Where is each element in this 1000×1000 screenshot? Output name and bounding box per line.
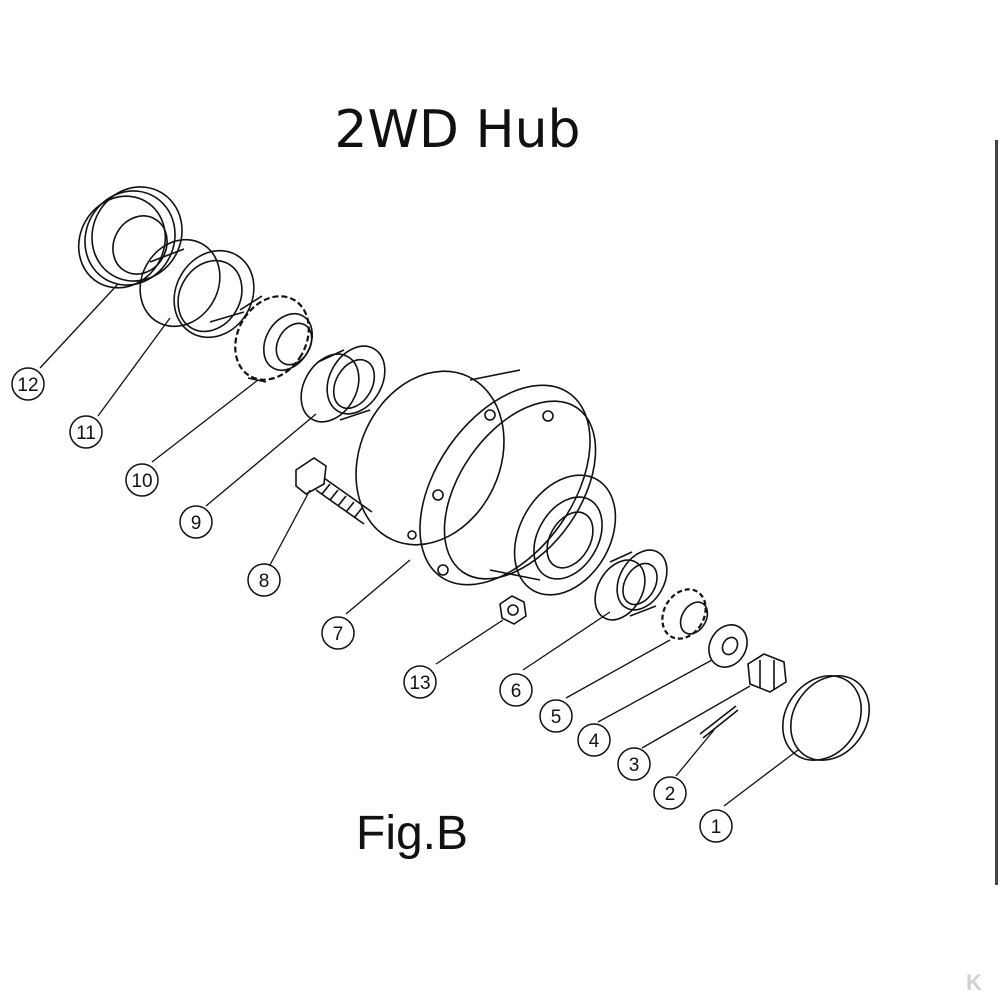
- callout-circle: [499, 673, 533, 707]
- callout-number: 4: [589, 731, 600, 752]
- callout-circle: [179, 505, 213, 539]
- callout-circle: [403, 665, 437, 699]
- callout-6: 6: [499, 673, 533, 707]
- diagram-title: 2WD Hub: [334, 100, 581, 160]
- callout-5: 5: [539, 699, 573, 733]
- callout-circle: [69, 415, 103, 449]
- part-13-nut: [499, 595, 527, 625]
- callout-number: 13: [409, 673, 430, 694]
- leader-lines: [39, 283, 799, 807]
- callout-circle: [125, 463, 159, 497]
- callout-number: 5: [551, 707, 562, 728]
- callout-number: 1: [711, 817, 722, 838]
- callout-7: 7: [321, 616, 355, 650]
- watermark-logo: K: [966, 970, 982, 995]
- frame-border-line: [995, 140, 998, 885]
- callout-number: 6: [511, 681, 522, 702]
- callout-number: 12: [17, 375, 38, 396]
- part-4-washer: [708, 624, 748, 668]
- callout-circle: [539, 699, 573, 733]
- callout-number: 3: [629, 755, 640, 776]
- callout-circle: [653, 776, 687, 810]
- callout-circle: [11, 367, 45, 401]
- callout-number: 11: [76, 423, 96, 444]
- callout-13: 13: [403, 665, 437, 699]
- callout-2: 2: [653, 776, 687, 810]
- part-1-dust-cap: [782, 674, 870, 762]
- callout-number: 10: [131, 471, 152, 492]
- callout-4: 4: [577, 723, 611, 757]
- part-3-castle-nut: [747, 653, 787, 693]
- part-11-bearing-cup: [139, 238, 255, 339]
- callout-circle: [577, 723, 611, 757]
- callout-circle: [247, 563, 281, 597]
- part-7-hub-body: [355, 369, 617, 596]
- part-2-cotter-pin: [699, 705, 739, 739]
- callout-10: 10: [125, 463, 159, 497]
- callout-11: 11: [69, 415, 103, 449]
- part-8-bolt: [295, 457, 373, 525]
- callout-circle: [617, 747, 651, 781]
- callout-3: 3: [617, 747, 651, 781]
- part-9-bearing-cone: [300, 345, 386, 423]
- callout-circle: [699, 809, 733, 843]
- callout-circle: [321, 616, 355, 650]
- callout-number: 7: [333, 624, 344, 645]
- callout-number: 8: [259, 571, 270, 592]
- figure-label: Fig.B: [356, 807, 469, 860]
- callout-12: 12: [11, 367, 45, 401]
- callout-8: 8: [247, 563, 281, 597]
- callout-number: 2: [665, 784, 676, 805]
- part-5-pinion-gear: [661, 588, 709, 640]
- callout-9: 9: [179, 505, 213, 539]
- callout-1: 1: [699, 809, 733, 843]
- part-6-bearing-cone: [594, 549, 668, 621]
- callout-number: 9: [191, 513, 202, 534]
